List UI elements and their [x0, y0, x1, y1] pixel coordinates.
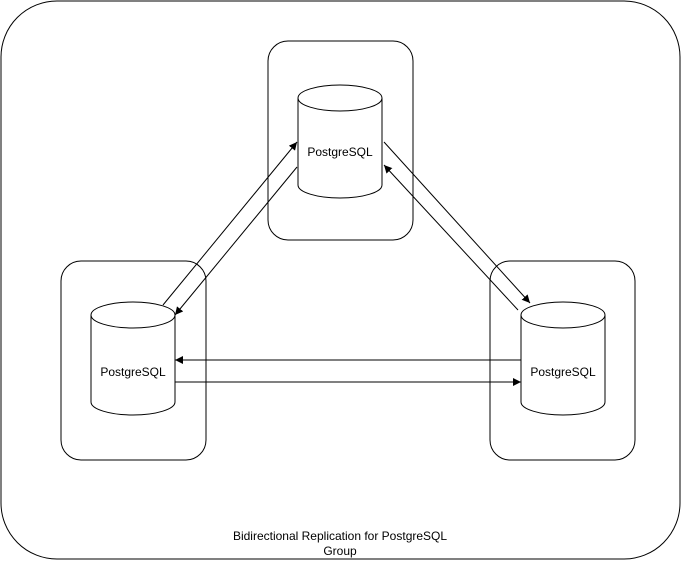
node-right-label: PostgreSQL — [530, 365, 596, 379]
group-caption-line1: Bidirectional Replication for PostgreSQL — [233, 529, 447, 543]
node-right[interactable]: PostgreSQL — [489, 260, 636, 461]
group-caption-line2: Group — [323, 544, 357, 558]
arrow-top-to-left[interactable] — [174, 166, 298, 316]
arrow-left-to-top[interactable] — [162, 141, 298, 306]
node-left-label: PostgreSQL — [100, 365, 166, 379]
node-top-label: PostgreSQL — [307, 145, 373, 159]
arrow-top-to-right[interactable] — [383, 141, 531, 304]
database-icon — [520, 301, 606, 416]
database-icon — [297, 84, 383, 199]
node-top[interactable]: PostgreSQL — [267, 40, 414, 241]
database-icon — [90, 301, 176, 416]
arrow-right-to-top[interactable] — [383, 164, 519, 311]
node-left[interactable]: PostgreSQL — [60, 260, 207, 461]
